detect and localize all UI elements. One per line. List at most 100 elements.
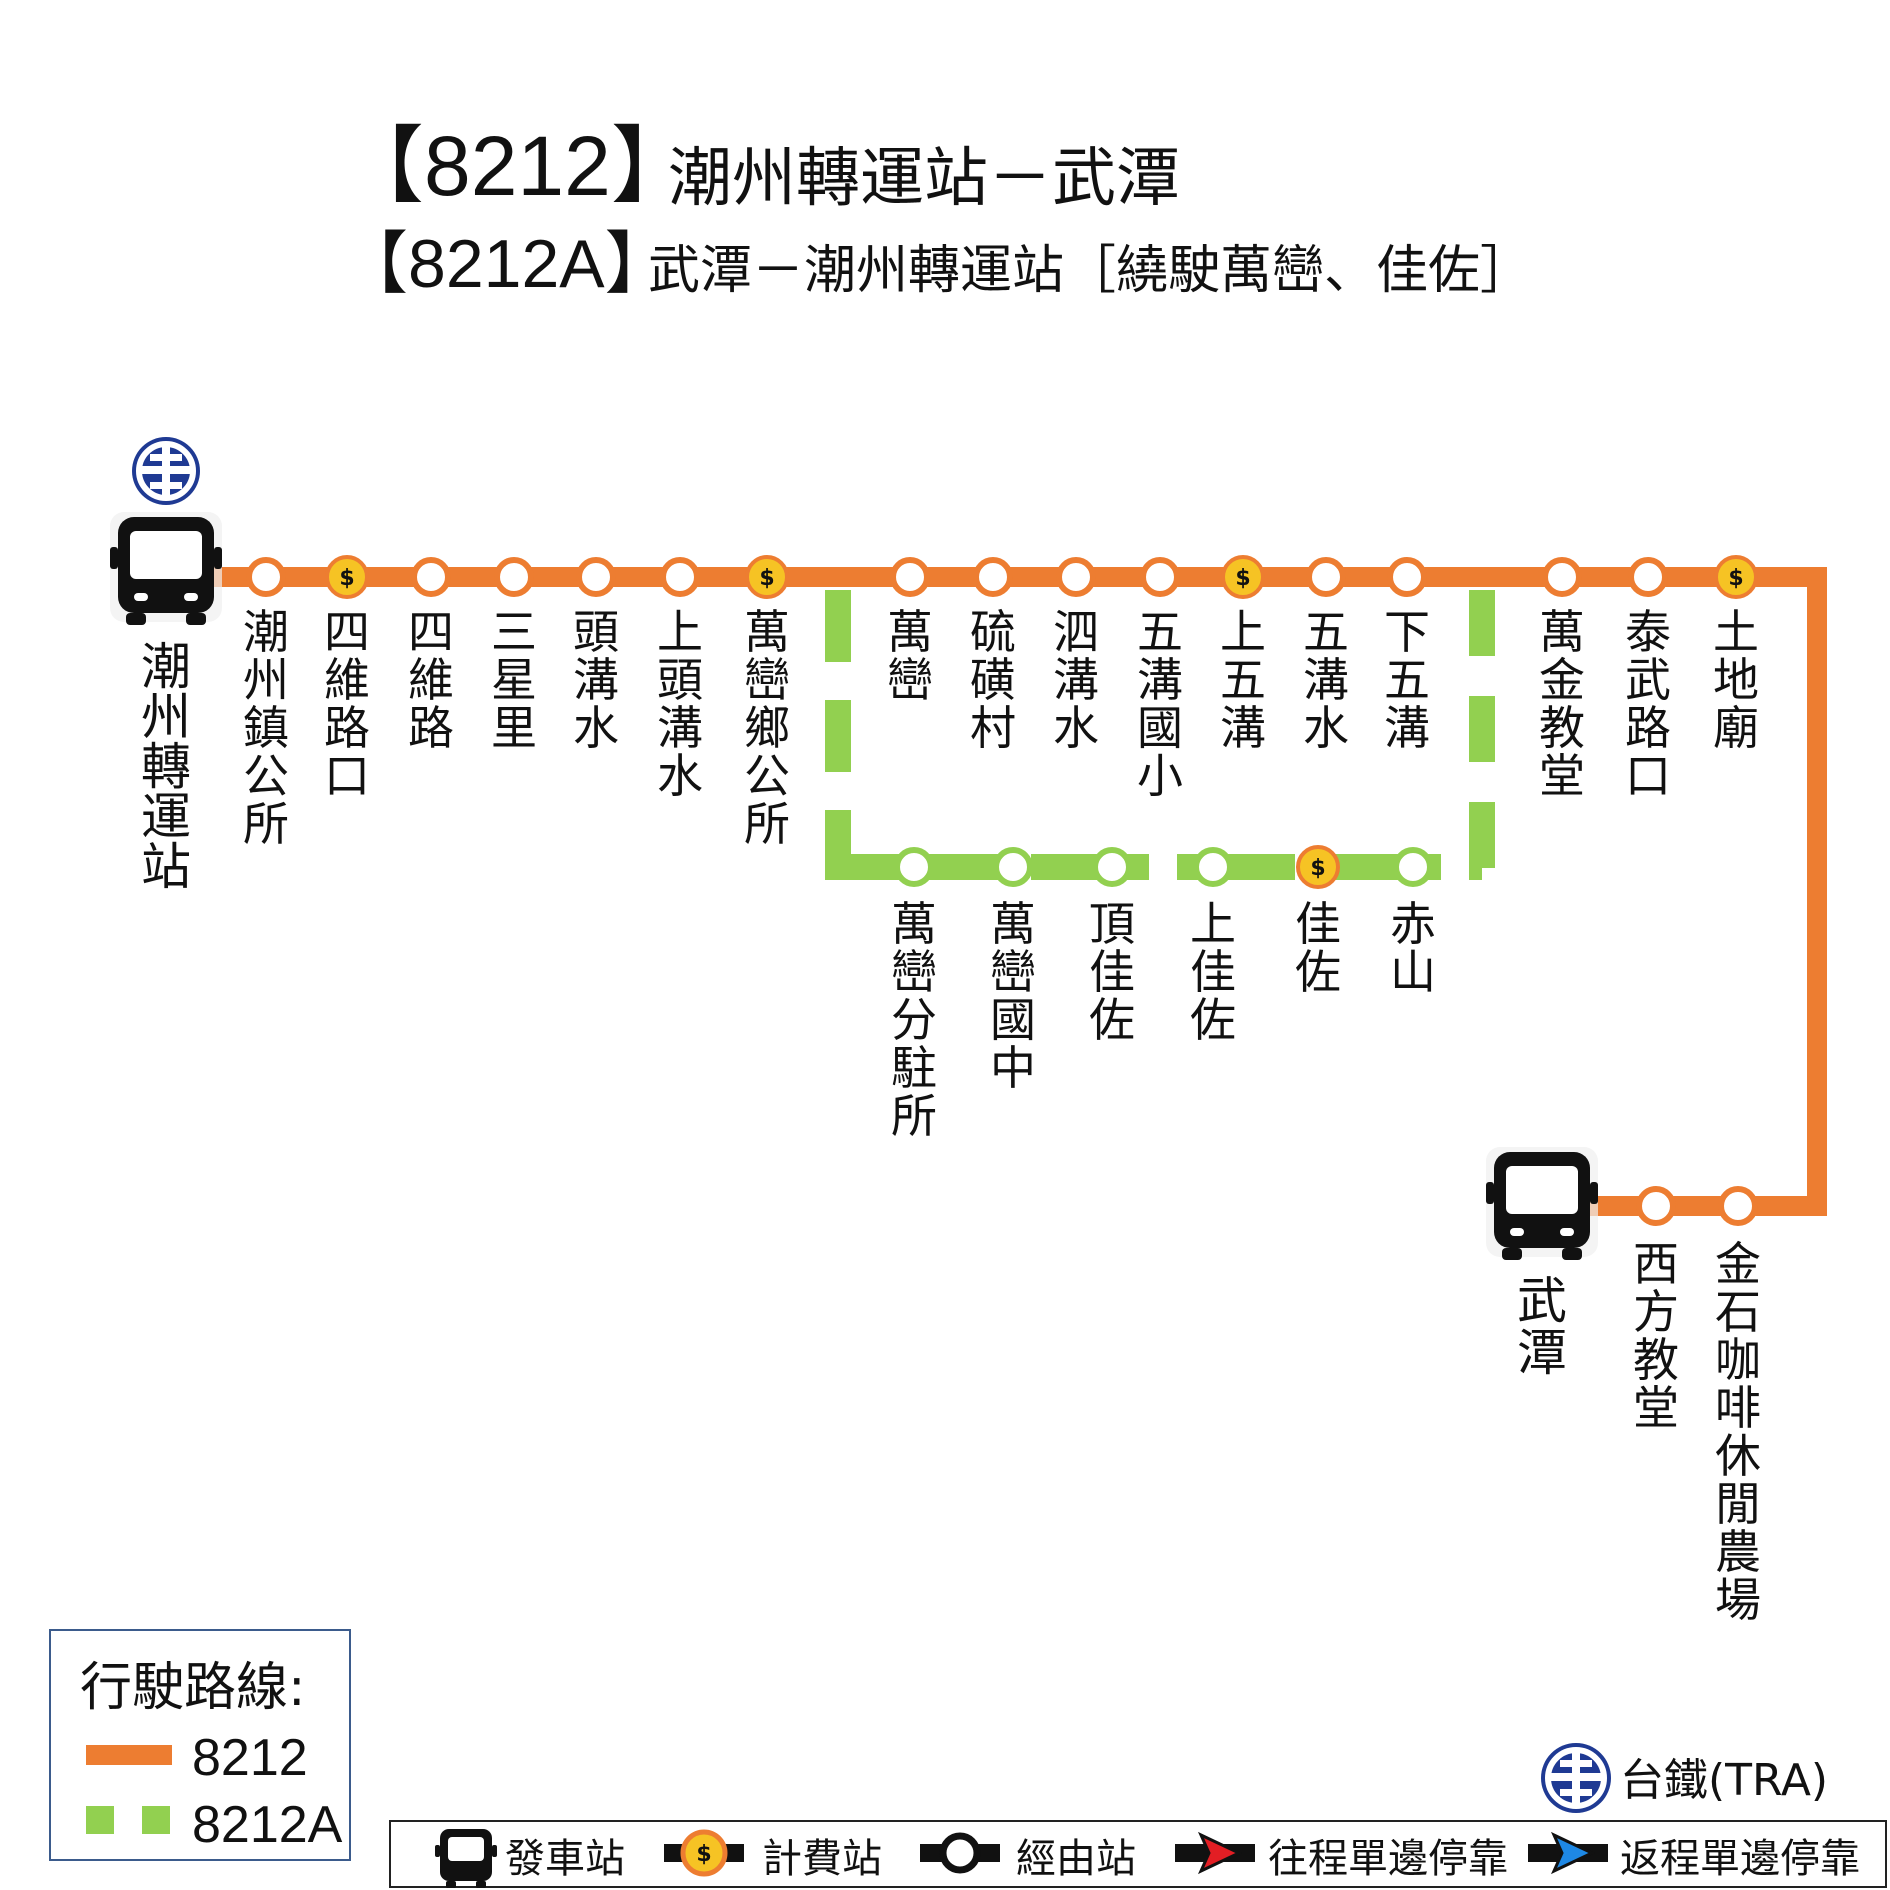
stop-label: 泗溝水 (1053, 605, 1099, 755)
stop-label: 上頭溝水 (657, 605, 703, 803)
legend-8212-label: 8212 (192, 1729, 308, 1787)
stop-item[interactable]: 上頭溝水 (657, 557, 703, 803)
stop-label: 四維路 (408, 605, 454, 755)
stop-item[interactable]: 泗溝水 (1053, 557, 1099, 755)
branch-stop-label: 赤山 (1390, 897, 1436, 999)
stop-marker (1542, 557, 1582, 597)
stop-item[interactable]: 萬巒 (887, 557, 933, 707)
tra-legend: 台鐵(TRA) (1541, 1743, 1828, 1813)
stop-item[interactable]: $ 土地廟 (1713, 555, 1759, 755)
bus-icon (110, 512, 222, 625)
bus-icon (1486, 1147, 1598, 1260)
stop-item[interactable]: $ 萬巒鄉公所 (744, 555, 790, 851)
title-route-text-1: 潮州轉運站－武潭 (668, 142, 1180, 216)
svg-text:$: $ (1235, 566, 1250, 591)
start-terminal[interactable]: 潮州轉運站 (110, 437, 222, 896)
fare-icon: $ (1296, 845, 1340, 889)
key-via-label: 經由站 (1016, 1836, 1136, 1882)
outbound-arrow-icon (1175, 1831, 1255, 1875)
stop-item[interactable]: 硫磺村 (970, 557, 1016, 755)
route-8212A-line (825, 590, 1495, 880)
end-terminal[interactable]: 武潭 (1486, 1147, 1598, 1382)
stop-marker (1193, 847, 1233, 887)
stop-marker (1628, 557, 1668, 597)
branch-stop-item[interactable]: 萬巒國中 (990, 847, 1036, 1095)
stop-item[interactable]: 頭溝水 (573, 557, 619, 755)
stop-item[interactable]: 泰武路口 (1625, 557, 1671, 803)
tra-logo-icon (1541, 1743, 1611, 1813)
stop-marker (1718, 1186, 1758, 1226)
fare-icon: $ (1714, 555, 1758, 599)
key-depot-label: 發車站 (505, 1836, 625, 1882)
stop-item[interactable]: 三星里 (491, 557, 537, 755)
branch-stop-label: 佳佐 (1295, 897, 1341, 999)
branch-stop-item[interactable]: 赤山 (1390, 847, 1436, 999)
symbol-key: 發車站 $ 計費站 經由站 往程單邊停靠 返程單邊停靠 (389, 1820, 1887, 1888)
stop-marker (894, 847, 934, 887)
stop-marker (1092, 847, 1132, 887)
stop-item[interactable]: $ 四維路口 (324, 555, 370, 803)
stop-marker (411, 557, 451, 597)
stop-item[interactable]: $上五溝 (1220, 555, 1266, 755)
stop-label: 四維路口 (324, 605, 370, 803)
key-outbound-label: 往程單邊停靠 (1268, 1836, 1508, 1882)
branch-stop-item[interactable]: $ 佳佐 (1295, 845, 1341, 999)
stop-label: 金石咖啡休閒農場 (1715, 1237, 1761, 1627)
stop-item[interactable]: 四維路 (408, 557, 454, 755)
stop-item[interactable]: 下五溝 (1384, 557, 1430, 755)
stop-marker (1140, 557, 1180, 597)
via-icon (920, 1832, 1000, 1874)
stop-marker (973, 557, 1013, 597)
branch-stop-item[interactable]: 上佳佐 (1190, 847, 1236, 1047)
svg-text:$: $ (1310, 856, 1325, 881)
stop-item[interactable]: 潮州鎮公所 (243, 557, 289, 851)
fare-icon: $ (664, 1829, 744, 1877)
svg-text:$: $ (759, 566, 774, 591)
stop-label: 土地廟 (1713, 605, 1759, 755)
branch-stop-label: 萬巒國中 (990, 897, 1036, 1095)
tra-logo-icon (132, 437, 200, 505)
route-8212-line (210, 567, 1827, 1216)
stop-item[interactable]: 萬金教堂 (1539, 557, 1585, 803)
stop-label: 泰武路口 (1625, 605, 1671, 803)
stop-label: 下五溝 (1384, 605, 1430, 755)
start-terminal-label: 潮州轉運站 (141, 638, 191, 896)
start-terminal-name: 潮州轉運站 (141, 638, 191, 896)
stop-marker (1056, 557, 1096, 597)
branch-stop-label: 萬巒分駐所 (891, 897, 937, 1143)
branch-stop-item[interactable]: 頂佳佐 (1089, 847, 1135, 1047)
stop-marker (1306, 557, 1346, 597)
stop-item[interactable]: 五溝水 (1303, 557, 1349, 755)
svg-text:$: $ (696, 1842, 711, 1867)
branch-stop-label: 上佳佐 (1190, 897, 1236, 1047)
svg-text:$: $ (339, 566, 354, 591)
stop-label: 硫磺村 (970, 605, 1016, 755)
key-inbound-label: 返程單邊停靠 (1620, 1836, 1860, 1882)
stop-marker (494, 557, 534, 597)
stop-label: 萬巒 (887, 605, 933, 707)
stop-marker (1387, 557, 1427, 597)
route-legend: 行駛路線: 8212 8212A (49, 1629, 351, 1861)
fare-icon: $ (325, 555, 369, 599)
inbound-arrow-icon (1528, 1831, 1608, 1875)
stop-label: 萬金教堂 (1539, 605, 1585, 803)
stop-item[interactable]: 西方教堂 (1633, 1186, 1679, 1435)
stop-label: 潮州鎮公所 (243, 605, 289, 851)
stop-marker (660, 557, 700, 597)
legend-title: 行駛路線: (80, 1658, 306, 1718)
stop-label: 五溝國小 (1137, 605, 1183, 803)
branch-stop-item[interactable]: 萬巒分駐所 (891, 847, 937, 1143)
stop-marker (993, 847, 1033, 887)
stop-label: 萬巒鄉公所 (744, 605, 790, 851)
key-fare-label: 計費站 (762, 1836, 882, 1882)
end-terminal-name: 武潭 (1517, 1272, 1567, 1382)
end-terminal-label: 武潭 (1517, 1272, 1567, 1382)
stop-item[interactable]: 五溝國小 (1137, 557, 1183, 803)
stop-marker (890, 557, 930, 597)
title-route-text-2: 武潭－潮州轉運站［繞駛萬巒、佳佐］ (648, 241, 1532, 301)
svg-text:$: $ (1728, 566, 1743, 591)
stop-label: 西方教堂 (1633, 1237, 1679, 1435)
stop-item[interactable]: 金石咖啡休閒農場 (1715, 1186, 1761, 1627)
